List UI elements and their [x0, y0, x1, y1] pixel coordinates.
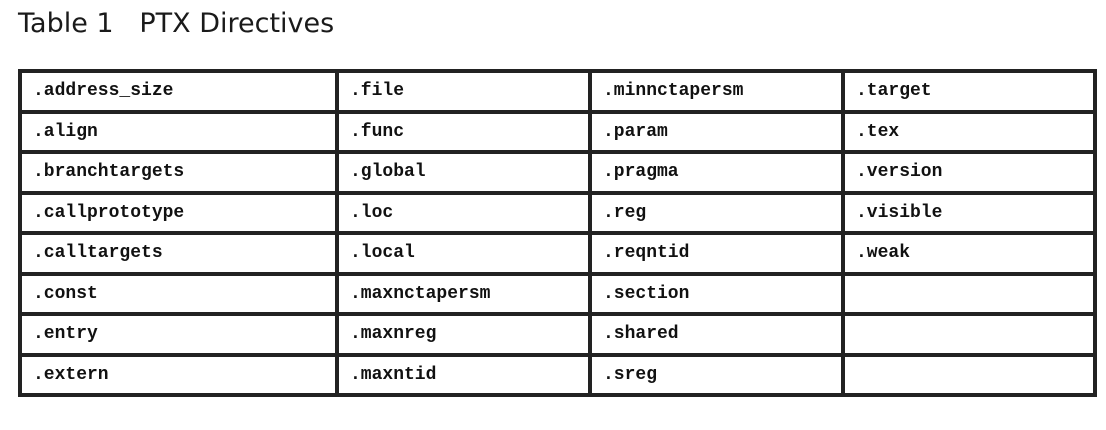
table-cell: .callprototype: [20, 192, 337, 233]
table-cell-empty: [843, 354, 1095, 395]
table-cell: .calltargets: [20, 233, 337, 274]
table-cell: .branchtargets: [20, 152, 337, 193]
table-cell: .param: [590, 111, 843, 152]
table-cell: .extern: [20, 354, 337, 395]
table-cell: .minnctapersm: [590, 71, 843, 112]
table-caption: Table 1 PTX Directives: [18, 6, 334, 42]
table-cell: .file: [337, 71, 590, 112]
table-cell: .global: [337, 152, 590, 193]
caption-label: Table 1: [18, 8, 114, 39]
table-cell: .maxnctapersm: [337, 273, 590, 314]
table-row: .callprototype .loc .reg .visible: [20, 192, 1095, 233]
table-cell: .const: [20, 273, 337, 314]
table-cell: .tex: [843, 111, 1095, 152]
table-row: .address_size .file .minnctapersm .targe…: [20, 71, 1095, 112]
table-cell: .version: [843, 152, 1095, 193]
directives-table: .address_size .file .minnctapersm .targe…: [18, 69, 1097, 397]
table-cell: .maxnreg: [337, 314, 590, 355]
table-cell: .sreg: [590, 354, 843, 395]
table-cell: .pragma: [590, 152, 843, 193]
table-cell-empty: [843, 273, 1095, 314]
table-row: .entry .maxnreg .shared: [20, 314, 1095, 355]
table-row: .const .maxnctapersm .section: [20, 273, 1095, 314]
table-cell: .align: [20, 111, 337, 152]
table-row: .align .func .param .tex: [20, 111, 1095, 152]
table-cell: .func: [337, 111, 590, 152]
table-cell: .entry: [20, 314, 337, 355]
table-cell: .weak: [843, 233, 1095, 274]
table-row: .calltargets .local .reqntid .weak: [20, 233, 1095, 274]
table-cell: .shared: [590, 314, 843, 355]
caption-title: PTX Directives: [139, 8, 335, 39]
table-cell: .maxntid: [337, 354, 590, 395]
table-cell: .target: [843, 71, 1095, 112]
table-cell: .loc: [337, 192, 590, 233]
table-cell: .local: [337, 233, 590, 274]
directives-table-body: .address_size .file .minnctapersm .targe…: [20, 71, 1095, 395]
table-cell: .address_size: [20, 71, 337, 112]
table-row: .branchtargets .global .pragma .version: [20, 152, 1095, 193]
table-cell: .reqntid: [590, 233, 843, 274]
table-cell-empty: [843, 314, 1095, 355]
table-cell: .visible: [843, 192, 1095, 233]
table-cell: .section: [590, 273, 843, 314]
table-cell: .reg: [590, 192, 843, 233]
table-row: .extern .maxntid .sreg: [20, 354, 1095, 395]
